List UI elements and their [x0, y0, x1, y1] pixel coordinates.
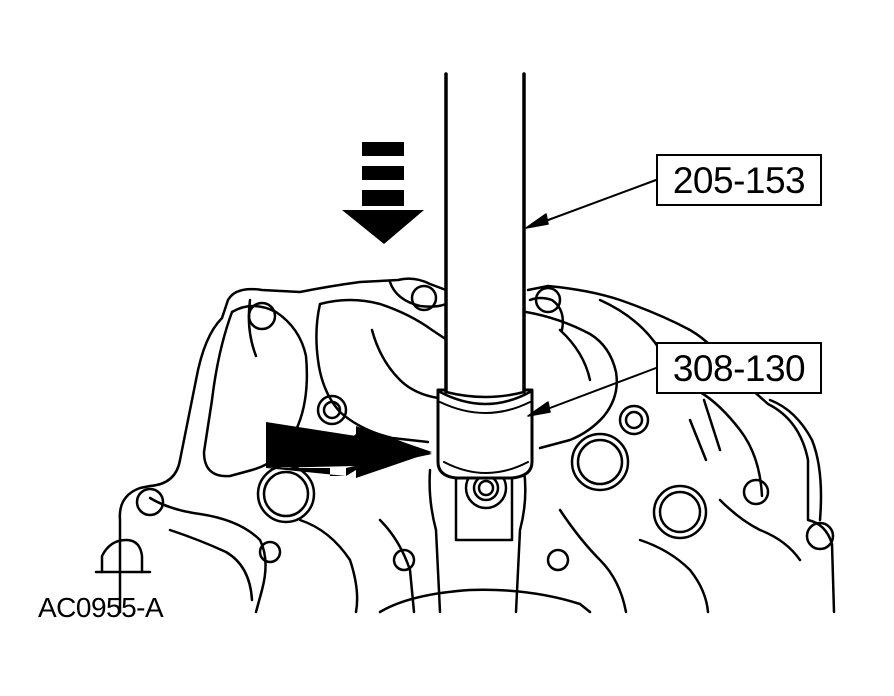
callout-text-lower: 308-130 — [672, 347, 806, 389]
leader-line-upper — [531, 179, 657, 227]
callout-text-upper: 205-153 — [672, 159, 806, 201]
driver-handle — [444, 72, 526, 399]
casting-contour — [378, 588, 592, 614]
casting-contour — [638, 498, 802, 614]
leader-arrowhead-lower — [527, 401, 551, 417]
stud — [100, 538, 144, 574]
installer-sleeve — [436, 388, 534, 480]
casting-contour — [688, 398, 722, 462]
leader-arrowhead-upper — [525, 213, 549, 229]
right-arrow-icon — [266, 420, 432, 478]
down-arrow-icon — [342, 142, 424, 244]
casting-contour — [168, 518, 359, 614]
casting-contour — [315, 298, 446, 444]
callout-label-lower: 308-130 — [656, 342, 822, 394]
casting-contour — [370, 328, 440, 400]
callout-label-upper: 205-153 — [656, 154, 822, 206]
casting-contour — [514, 468, 628, 614]
casting-contour — [768, 398, 823, 522]
leader-line-lower — [533, 367, 657, 415]
casting-contour — [247, 280, 448, 358]
casting-contour — [378, 468, 442, 614]
casting-contour — [558, 298, 764, 498]
casting-contour — [148, 496, 267, 614]
casting-contour — [524, 310, 618, 450]
figure-id: AC0955-A — [38, 592, 164, 623]
